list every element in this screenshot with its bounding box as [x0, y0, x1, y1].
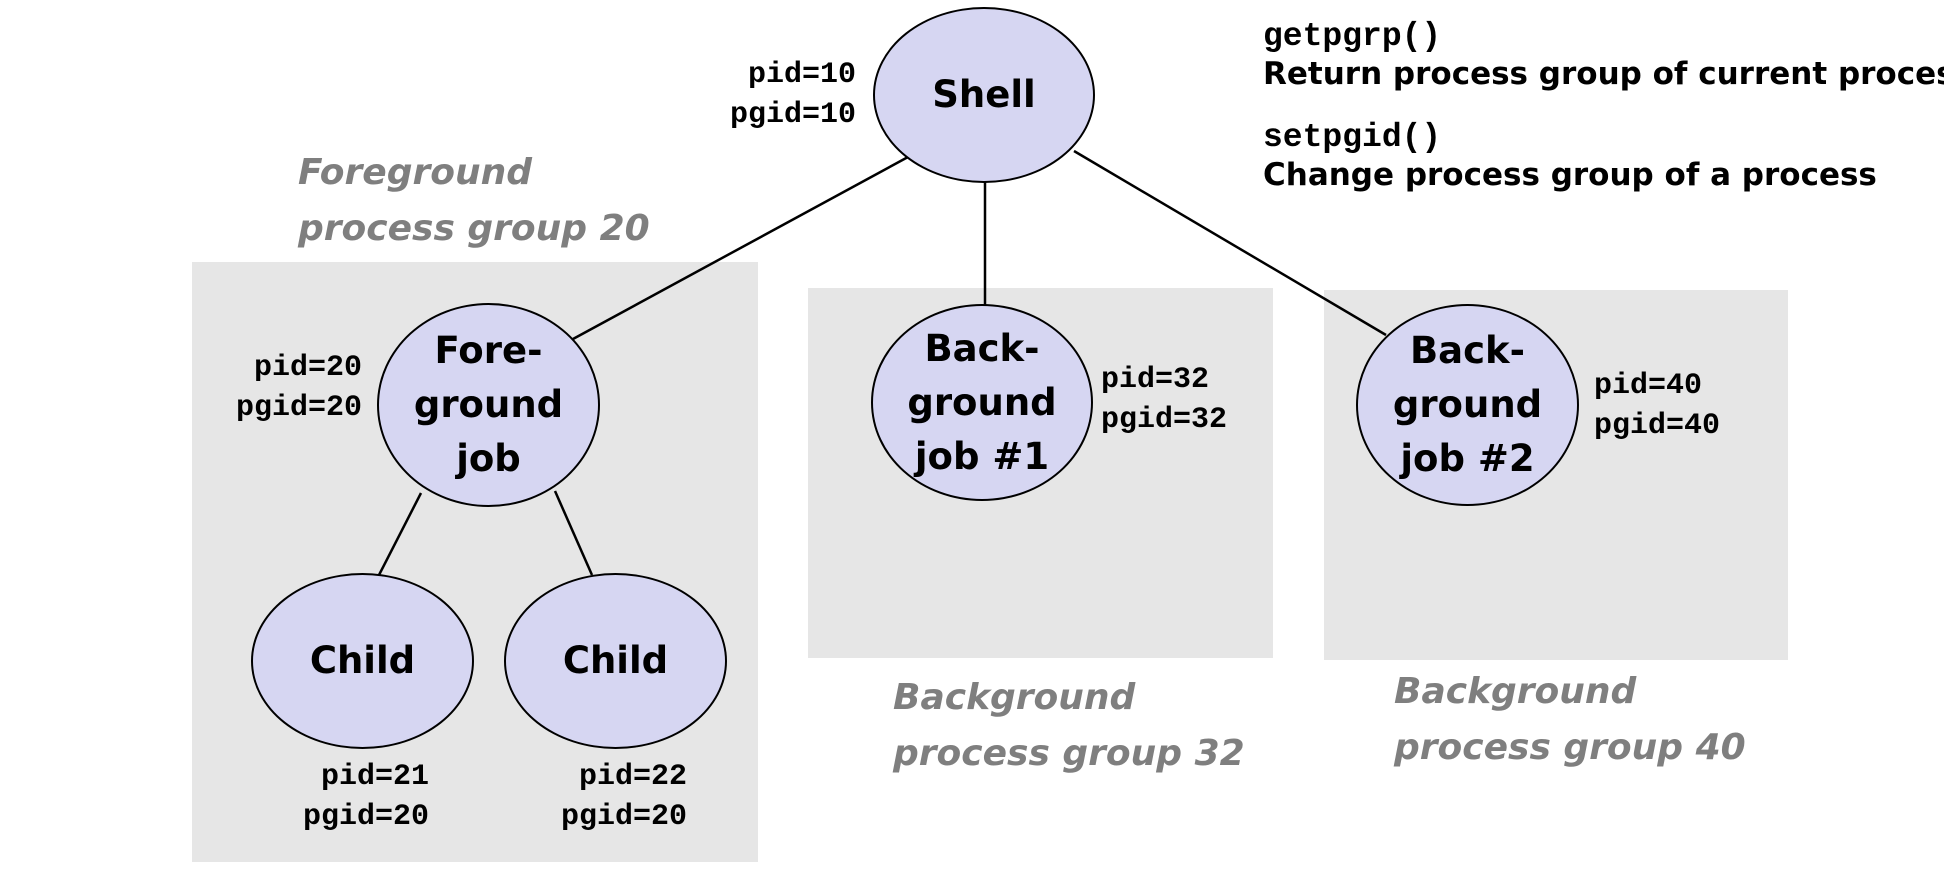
background-job2-pid: pid=40 — [1594, 369, 1703, 403]
background-group-40-label-line2: process group 40 — [1394, 727, 1746, 768]
getpgrp-name: getpgrp() — [1263, 18, 1442, 55]
background-job2-pgid: pgid=40 — [1594, 409, 1721, 443]
foreground-group-label-line1: Foreground — [298, 152, 532, 193]
background-job1-ids: pid=32 pgid=32 — [1101, 360, 1227, 440]
child1-ids: pid=21 pgid=20 — [263, 757, 429, 837]
foreground-job-pid: pid=20 — [253, 351, 362, 385]
child1-pid: pid=21 — [320, 760, 429, 794]
background-job1-node-label: Back- ground job #1 — [907, 326, 1057, 478]
shell-pgid: pgid=10 — [729, 98, 856, 132]
background-job1-pid: pid=32 — [1101, 363, 1210, 397]
setpgid-name: setpgid() — [1263, 119, 1442, 156]
getpgrp-desc: Return process group of current process — [1263, 56, 1944, 92]
background-group-32-label-line2: process group 32 — [893, 733, 1245, 774]
shell-pid: pid=10 — [747, 58, 856, 92]
child2-node-label: Child — [562, 639, 669, 682]
child1-pgid: pgid=20 — [302, 800, 429, 834]
edge-shell-foreground — [572, 155, 909, 341]
child1-node: Child — [251, 573, 474, 749]
child2-ids: pid=22 pgid=20 — [521, 757, 687, 837]
foreground-group-label-line2: process group 20 — [298, 208, 650, 249]
edge-shell-background2 — [1073, 149, 1387, 337]
foreground-job-node-label: Fore- ground job — [413, 329, 564, 480]
shell-node: Shell — [873, 7, 1095, 183]
foreground-group-label: Foreground process group 20 — [298, 145, 650, 257]
background-job2-node-label: Back- ground job #2 — [1392, 329, 1543, 480]
background-group-40-label: Background process group 40 — [1394, 664, 1746, 776]
child2-node: Child — [504, 573, 727, 749]
child2-pid: pid=22 — [578, 760, 687, 794]
shell-node-label: Shell — [932, 73, 1036, 116]
background-group-40-label-line1: Background — [1394, 671, 1637, 712]
setpgid-desc: Change process group of a process — [1263, 157, 1877, 193]
foreground-job-node: Fore- ground job — [377, 303, 600, 507]
background-job2-node: Back- ground job #2 — [1356, 304, 1579, 506]
background-job1-pgid: pgid=32 — [1101, 403, 1228, 437]
child1-node-label: Child — [309, 639, 416, 682]
child2-pgid: pgid=20 — [560, 800, 687, 834]
edge-foreground-child1 — [377, 492, 423, 576]
background-job1-node: Back- ground job #1 — [871, 304, 1093, 501]
background-group-32-label-line1: Background — [893, 677, 1136, 718]
foreground-job-pgid: pgid=20 — [235, 391, 362, 425]
background-job2-ids: pid=40 pgid=40 — [1594, 366, 1720, 446]
background-group-32-label: Background process group 32 — [893, 670, 1245, 782]
foreground-job-ids: pid=20 pgid=20 — [196, 348, 362, 428]
shell-ids: pid=10 pgid=10 — [690, 55, 856, 135]
edge-foreground-child2 — [553, 490, 594, 576]
